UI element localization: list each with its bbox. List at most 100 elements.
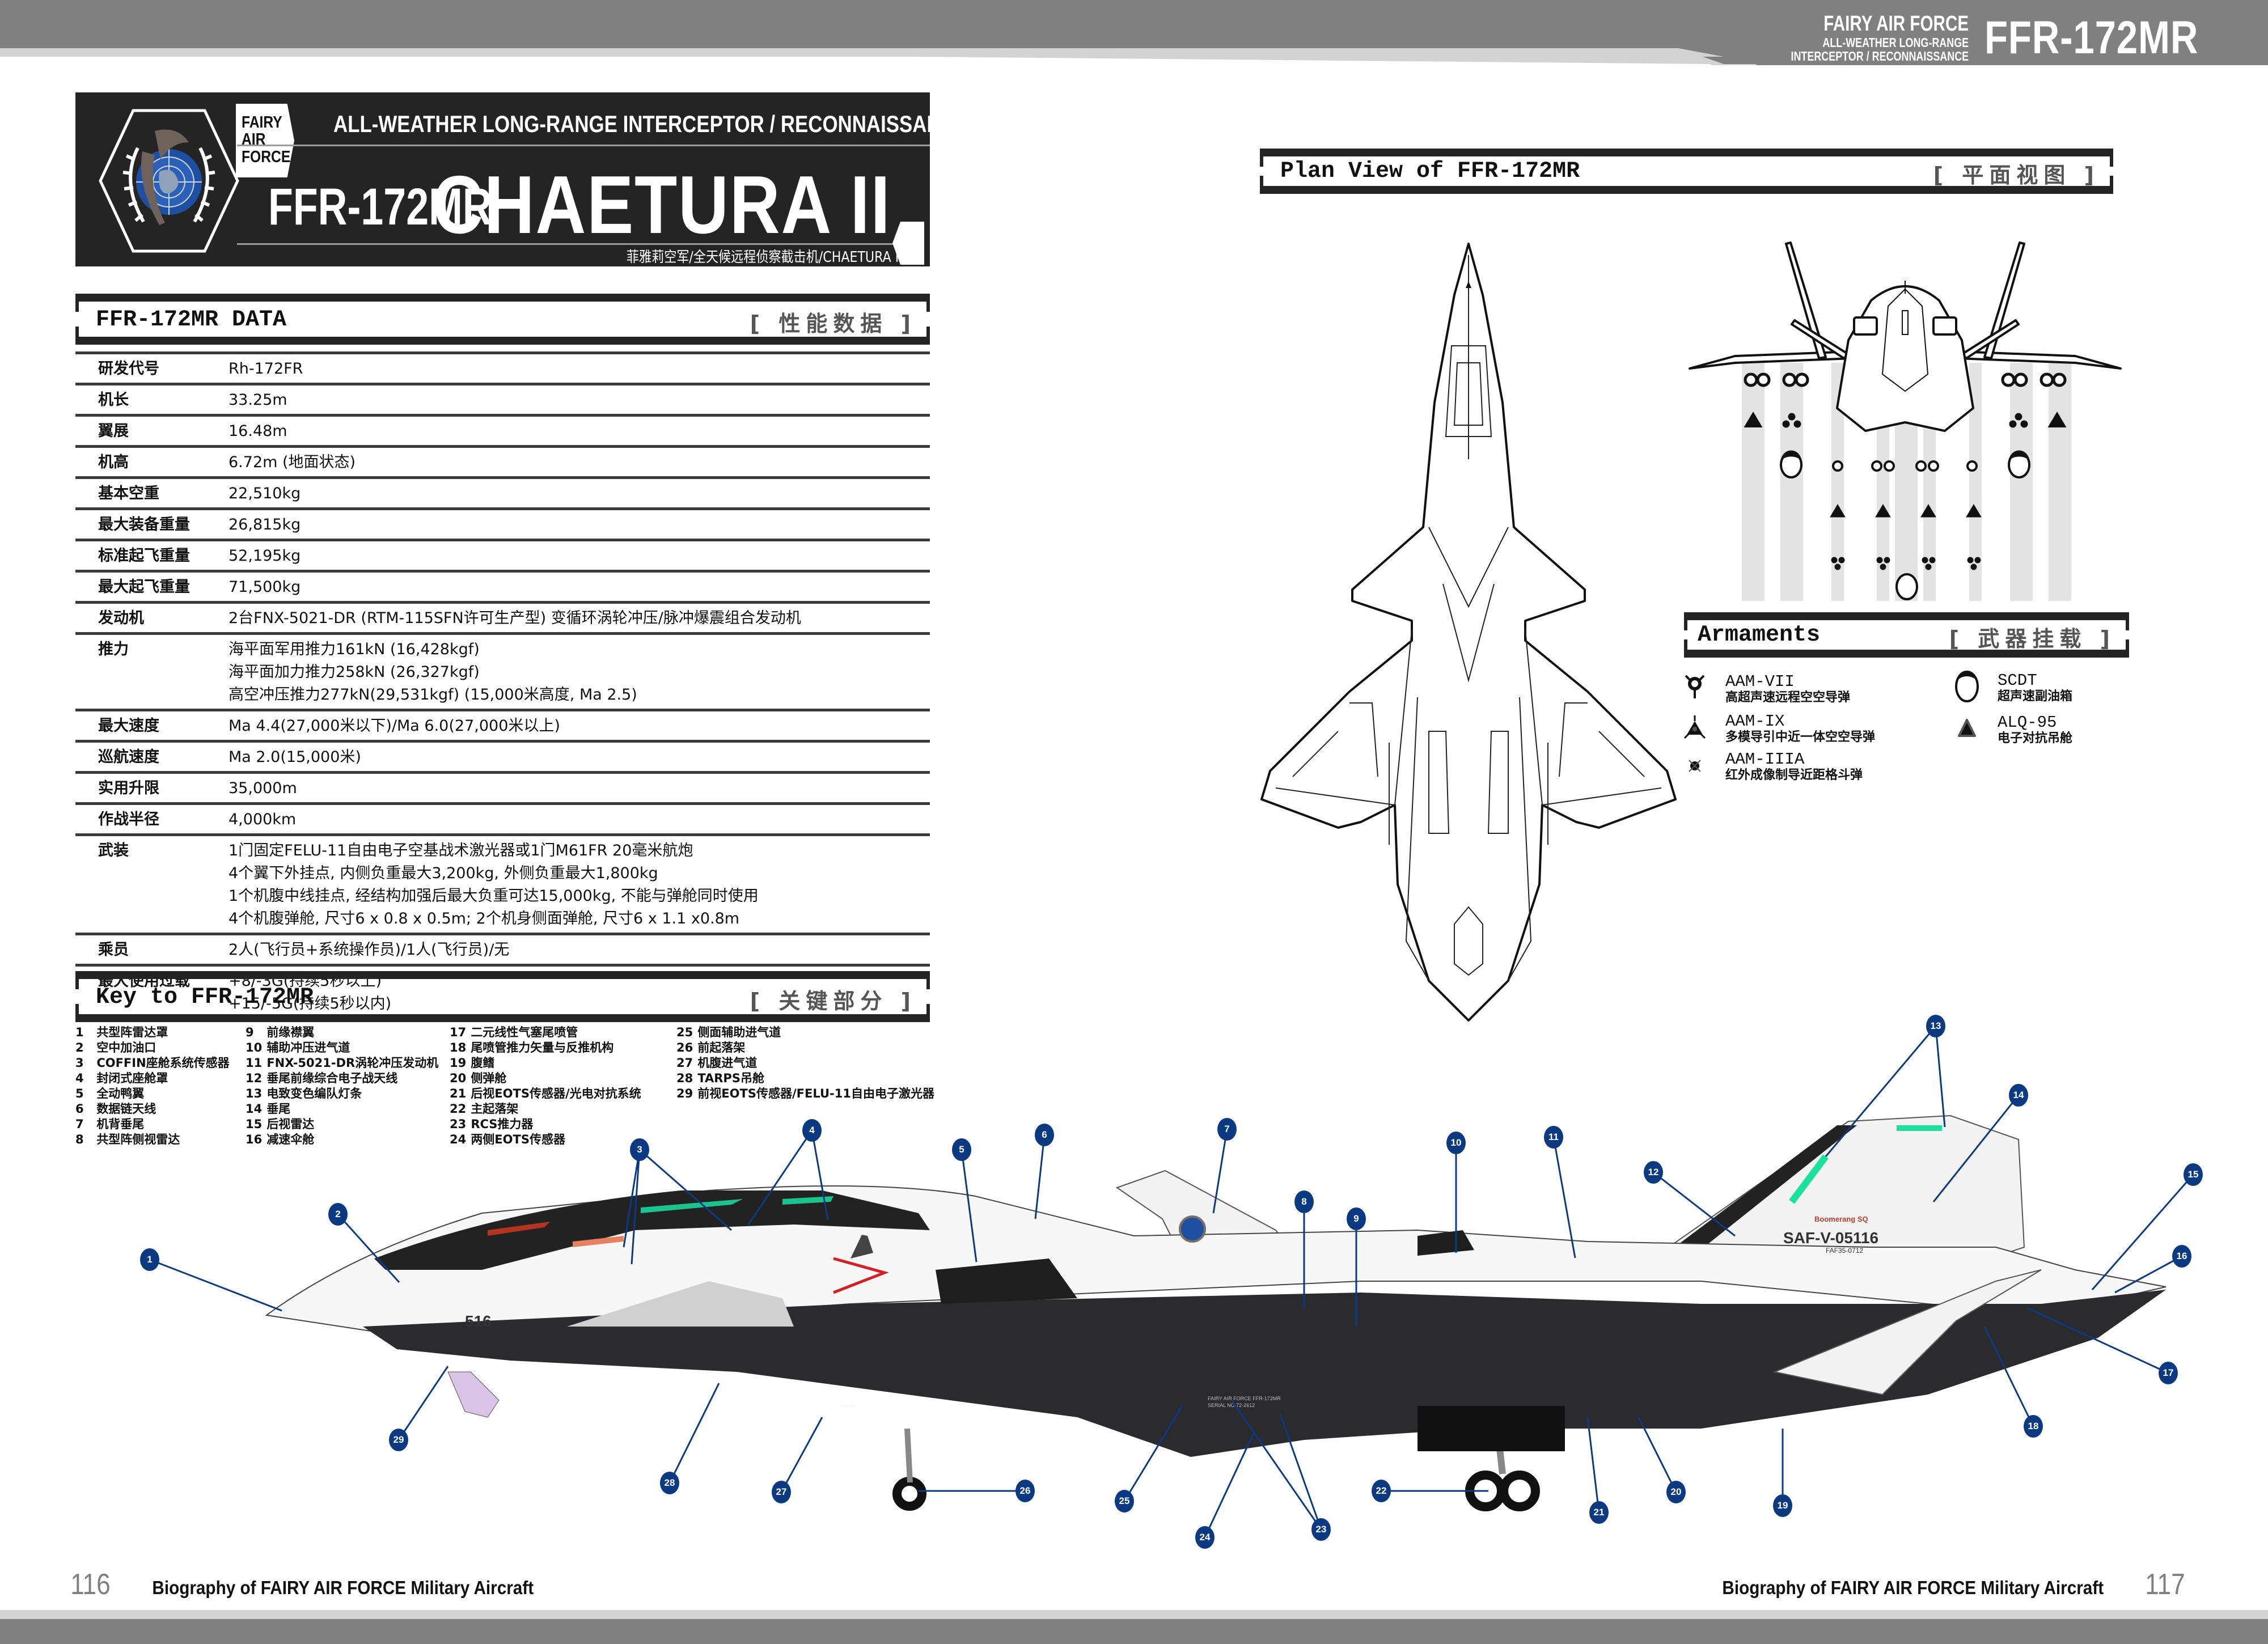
callout-badge-24: 24 xyxy=(1195,1526,1215,1549)
running-head-text: FAIRY AIR FORCE ALL-WEATHER LONG-RANGE I… xyxy=(1791,11,1969,63)
key-label: 数据链天线 xyxy=(96,1102,156,1116)
spec-row: 最大起飞重量 71,500kg xyxy=(75,570,930,601)
running-head-org: FAIRY AIR FORCE xyxy=(1823,11,1969,36)
key-item: 9 前缘襟翼 xyxy=(246,1025,450,1040)
key-section-title: Key to FFR-172MR xyxy=(96,985,314,1010)
key-label: TARPS吊舱 xyxy=(697,1071,764,1085)
data-section-title-zh: [ 性能数据 ] xyxy=(750,311,916,336)
key-number: 19 xyxy=(450,1056,467,1070)
armaments-section-title-zh: [ 武器挂载 ] xyxy=(1949,626,2115,651)
squadron-badge: Boomerang SQ xyxy=(1814,1215,1868,1223)
spec-label: 乘员 xyxy=(98,941,129,959)
key-number: 22 xyxy=(450,1102,467,1116)
spec-value-line: 16.48m xyxy=(229,422,287,440)
spec-value: 4,000km xyxy=(229,808,930,831)
key-label: COFFIN座舱系统传感器 xyxy=(96,1056,230,1070)
top-bar xyxy=(0,0,2268,48)
spec-label: 武装 xyxy=(98,842,129,859)
key-number: 12 xyxy=(246,1071,263,1085)
tag-line-fairy: FAIRY xyxy=(242,113,282,132)
spec-value-line: 26,815kg xyxy=(229,516,301,533)
spec-value: 6.72m (地面状态) xyxy=(229,451,930,474)
key-label: 辅助冲压进气道 xyxy=(266,1041,350,1054)
spec-value-line: 2台FNX-5021-DR (RTM-115SFN许可生产型) 变循环涡轮冲压/… xyxy=(229,609,801,627)
spec-label: 标准起飞重量 xyxy=(98,547,190,565)
fairy-air-force-emblem-icon xyxy=(99,109,239,253)
key-item: 29 前视EOTS传感器/FELU-11自由电子激光器 xyxy=(676,1086,994,1101)
key-item: 16 减速伞舱 xyxy=(246,1132,450,1147)
key-number: 2 xyxy=(75,1041,84,1054)
page-number-left: 116 xyxy=(70,1568,111,1601)
callout-badge-29: 29 xyxy=(389,1429,408,1451)
spec-value-line: Rh-172FR xyxy=(229,360,303,378)
key-item: 14 垂尾 xyxy=(246,1101,450,1117)
key-label: 侧面辅助进气道 xyxy=(697,1026,781,1039)
spec-value: Rh-172FR xyxy=(229,358,930,380)
callout-badge-17: 17 xyxy=(2159,1362,2178,1384)
callout-badge-22: 22 xyxy=(1372,1480,1391,1502)
footer-right: Biography of FAIRY AIR FORCE Military Ai… xyxy=(1701,1567,2189,1601)
running-head-role-1: ALL-WEATHER LONG-RANGE xyxy=(1822,35,1969,50)
fin-emblem-icon xyxy=(1179,1215,1206,1243)
spec-value: 22,510kg xyxy=(229,482,930,505)
callout-badge-11: 11 xyxy=(1544,1126,1563,1149)
key-item: 1 共型阵雷达罩 xyxy=(75,1025,246,1040)
key-item: 6 数据链天线 xyxy=(75,1101,246,1117)
callout-badge-19: 19 xyxy=(1773,1494,1792,1517)
spec-value-line: 4个机腹弹舱, 尺寸6 x 0.8 x 0.5m; 2个机身侧面弹舱, 尺寸6 … xyxy=(229,910,740,927)
callout-badge-4: 4 xyxy=(802,1119,822,1142)
armament-code: AAM-IX xyxy=(1725,712,1785,731)
key-label: 减速伞舱 xyxy=(266,1133,315,1146)
fuselage-stencil-1: FAIRY AIR FORCE FFR-172MR xyxy=(1208,1396,1281,1401)
armament-desc: 红外成像制导近距格斗弹 xyxy=(1725,768,1863,782)
key-label: 共型阵侧视雷达 xyxy=(96,1133,180,1146)
callout-badge-7: 7 xyxy=(1217,1118,1237,1141)
key-number: 25 xyxy=(676,1026,693,1039)
spec-value-line: 71,500kg xyxy=(229,578,301,596)
aam-ix-icon xyxy=(1681,713,1708,740)
armament-desc: 多模导引中近一体空空导弹 xyxy=(1725,730,1876,744)
callout-badge-23: 23 xyxy=(1311,1518,1331,1541)
plan-section-header: Plan View of FFR-172MR [ 平面视图 ] xyxy=(1260,149,2113,194)
callout-badge-2: 2 xyxy=(328,1203,348,1226)
key-item: 23 RCS推力器 xyxy=(450,1117,676,1132)
nose-number: 516 xyxy=(465,1312,492,1330)
plate-chinese-caption: 菲雅莉空军/全天候远程侦察截击机/CHAETURA II xyxy=(627,249,903,266)
plan-section-title-zh: [ 平面视图 ] xyxy=(1933,163,2100,188)
key-number: 28 xyxy=(676,1071,693,1085)
footer-left: 116 Biography of FAIRY AIR FORCE Militar… xyxy=(67,1567,555,1601)
spec-value-line: 2人(飞行员+系统操作员)/1人(飞行员)/无 xyxy=(229,941,510,959)
spec-value-line: 6.72m (地面状态) xyxy=(229,454,356,471)
key-number: 20 xyxy=(450,1071,467,1085)
callout-badge-15: 15 xyxy=(2184,1163,2203,1186)
spec-label: 最大起飞重量 xyxy=(98,578,190,596)
spec-label: 最大速度 xyxy=(98,717,159,735)
plate-designation: FFR-172MR xyxy=(268,178,492,236)
key-label: 后视EOTS传感器/光电对抗系统 xyxy=(471,1087,641,1100)
key-item: 26 前起落架 xyxy=(676,1040,994,1056)
key-item: 18 尾喷管推力矢量与反推机构 xyxy=(450,1040,676,1056)
key-item: 15 后视雷达 xyxy=(246,1117,450,1132)
spec-value: 35,000m xyxy=(229,777,930,800)
spec-value: 26,815kg xyxy=(229,514,930,536)
armaments-section-title: Armaments xyxy=(1698,622,1821,648)
running-head: FAIRY AIR FORCE ALL-WEATHER LONG-RANGE I… xyxy=(1741,11,2245,65)
key-label: 前视EOTS传感器/FELU-11自由电子激光器 xyxy=(697,1087,934,1100)
key-item: 22 主起落架 xyxy=(450,1101,676,1117)
plate-rule-bottom xyxy=(237,243,906,245)
key-label: 腹鳍 xyxy=(471,1056,495,1070)
spec-label: 发动机 xyxy=(98,609,144,627)
page-number-right: 117 xyxy=(2145,1568,2185,1601)
key-label: 尾喷管推力矢量与反推机构 xyxy=(471,1041,614,1054)
key-label: RCS推力器 xyxy=(471,1117,534,1131)
